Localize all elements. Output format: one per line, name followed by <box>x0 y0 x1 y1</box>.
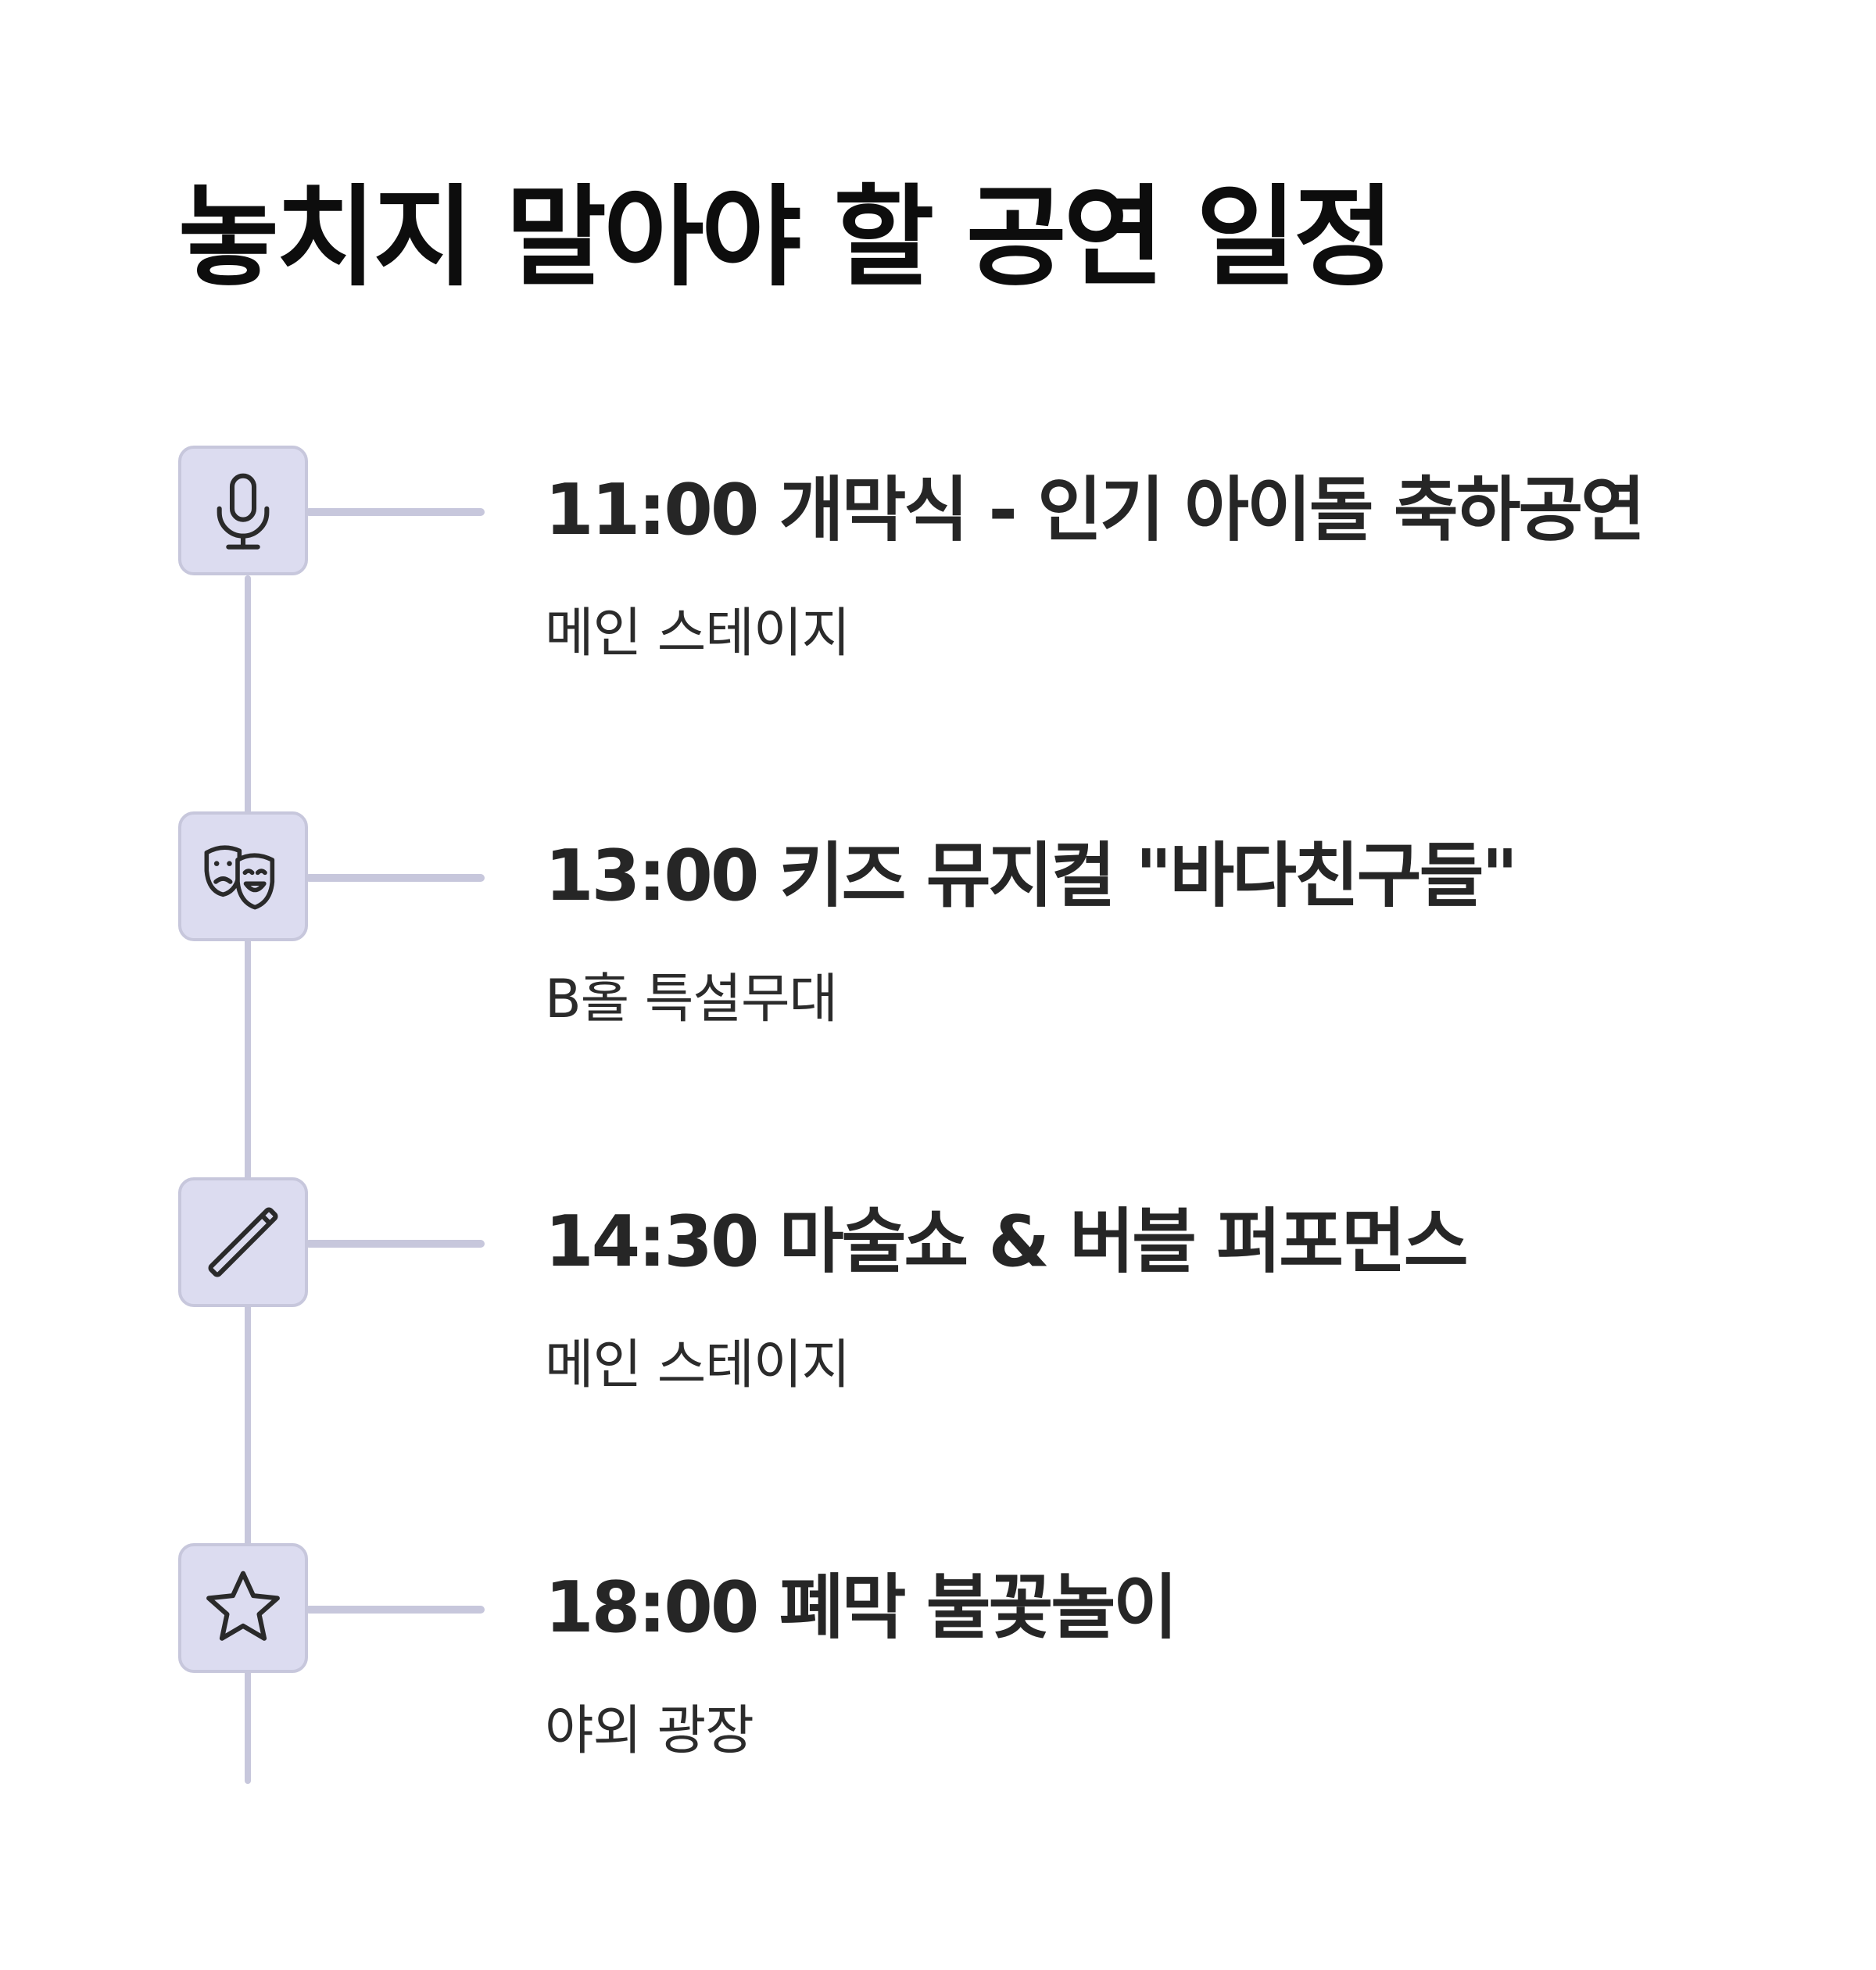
event-title: 13:00 키즈 뮤지컬 "바다친구들" <box>545 835 1518 917</box>
event-title: 18:00 폐막 불꽃놀이 <box>545 1567 1178 1649</box>
event-icon-box <box>178 1543 308 1673</box>
timeline-connector <box>305 1606 485 1614</box>
timeline-connector <box>305 508 485 516</box>
event-icon-box <box>178 1177 308 1307</box>
event-title: 14:30 마술쇼 & 버블 퍼포먼스 <box>545 1201 1468 1283</box>
timeline-event: 18:00 폐막 불꽃놀이 야외 광장 <box>0 1542 1876 1762</box>
microphone-icon <box>217 473 270 550</box>
timeline-connector <box>305 874 485 882</box>
event-venue: 메인 스테이지 <box>545 1334 850 1396</box>
event-icon-box <box>178 446 308 575</box>
star-icon <box>206 1571 280 1641</box>
event-title: 11:00 개막식 - 인기 아이돌 축하공연 <box>545 469 1645 551</box>
timeline-connector <box>305 1240 485 1248</box>
magic-wand-icon <box>208 1207 278 1277</box>
timeline-event: 14:30 마술쇼 & 버블 퍼포먼스 메인 스테이지 <box>0 1176 1876 1396</box>
timeline-event: 13:00 키즈 뮤지컬 "바다친구들" B홀 특설무대 <box>0 810 1876 1030</box>
page-title: 놓치지 말아야 할 공연 일정 <box>178 174 1394 302</box>
event-venue: 야외 광장 <box>545 1700 754 1762</box>
event-venue: 메인 스테이지 <box>545 603 850 664</box>
timeline-event: 11:00 개막식 - 인기 아이돌 축하공연 메인 스테이지 <box>0 444 1876 664</box>
event-venue: B홀 특설무대 <box>545 969 838 1030</box>
theater-masks-icon <box>204 845 275 910</box>
event-icon-box <box>178 811 308 941</box>
